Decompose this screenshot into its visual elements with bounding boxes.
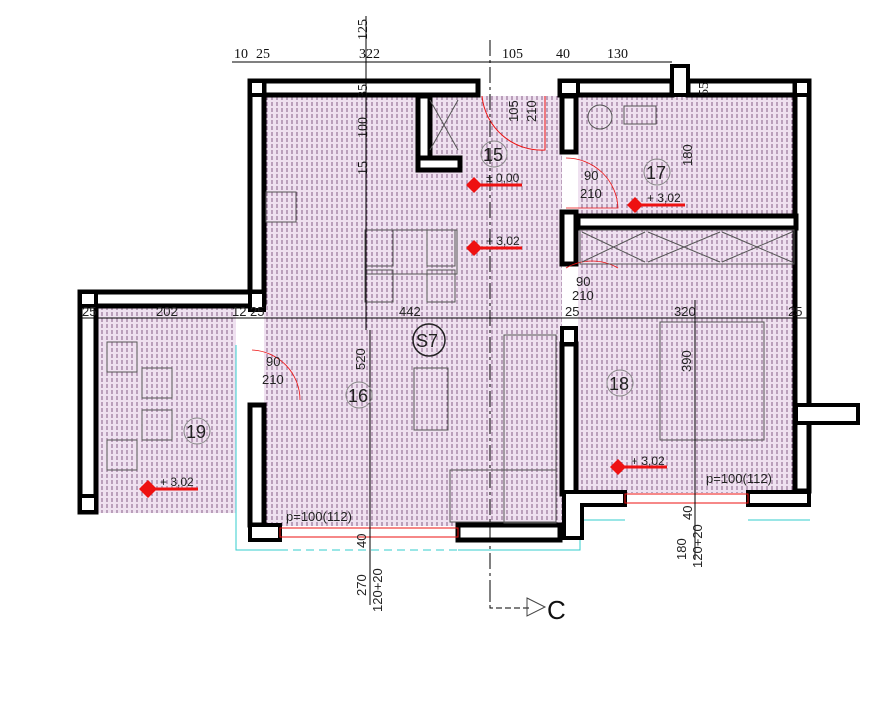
dim-55: 55 — [697, 82, 712, 96]
furniture — [106, 99, 795, 524]
openings — [251, 95, 749, 538]
dim-25-balcony: 25 — [82, 304, 96, 319]
floor-areas — [96, 96, 796, 526]
dim-25-left: 25 — [565, 304, 579, 319]
dimension-labels: 10 25 322 105 40 130 125 35 55 100 15 10… — [82, 19, 802, 372]
dim-35: 35 — [356, 84, 371, 98]
door-labels: 90 210 90 210 90 210 — [262, 168, 602, 387]
room-15-16-floor — [264, 96, 562, 526]
dim-15: 15 — [356, 161, 371, 175]
dim-105: 105 — [502, 47, 523, 62]
dimension-lines — [82, 16, 810, 617]
section-marker-c: C — [547, 595, 566, 625]
dim-320: 320 — [674, 304, 696, 319]
level-entry-text: ± 0,00 — [486, 171, 520, 185]
level-marker-room-17: + 3,02 — [627, 191, 685, 213]
room-17-floor — [578, 96, 796, 216]
door-width: 90 — [266, 354, 280, 369]
unit-label: S7 — [416, 331, 438, 351]
level-room17-text: + 3,02 — [647, 191, 681, 205]
level-marker-balcony: + 3,02 — [139, 475, 198, 498]
dim-25-wall: 25 — [250, 304, 264, 319]
dim-390: 390 — [679, 350, 694, 372]
dim-322: 322 — [359, 47, 380, 62]
door-width-105: 105 — [506, 100, 521, 122]
dim-520: 520 — [353, 348, 368, 370]
dim-180: 180 — [680, 144, 695, 166]
room-18-label: 18 — [609, 374, 629, 394]
door-height: 210 — [262, 372, 284, 387]
room-19-label: 19 — [186, 422, 206, 442]
door-width: 90 — [584, 168, 598, 183]
door-width: 90 — [576, 274, 590, 289]
dim-10: 10 — [234, 47, 248, 62]
room-16-label: 16 — [348, 386, 368, 406]
living-window-height: 270 — [354, 574, 369, 596]
bedroom-window-40: 40 — [680, 506, 695, 520]
level-balcony-text: + 3,02 — [160, 475, 194, 489]
dim-125: 125 — [356, 19, 371, 40]
room-15-label: 15 — [483, 145, 503, 165]
living-window-sill: p=100(112) — [286, 509, 352, 524]
door-height: 210 — [580, 186, 602, 201]
dim-40: 40 — [556, 47, 570, 62]
room-18-floor — [578, 228, 796, 493]
bedroom-window-sill: p=100(112) — [706, 471, 772, 486]
sofa — [503, 334, 557, 524]
door-height-210: 210 — [524, 100, 539, 122]
window-labels: p=100(112) 40 270 120+20 p=100(112) 40 1… — [286, 471, 772, 612]
walls — [77, 64, 860, 543]
dim-442: 442 — [399, 304, 421, 319]
level-marker-living: + 3,02 — [466, 234, 522, 256]
level-marker-entry: ± 0,00 — [466, 171, 522, 193]
living-window-width: 120+20 — [370, 568, 385, 612]
dim-130: 130 — [607, 47, 628, 62]
room-labels: 15 16 17 18 19 S7 — [183, 140, 671, 445]
bedroom-window-width: 120+20 — [690, 524, 705, 568]
level-marker-room-18: + 3,02 — [610, 454, 667, 475]
dim-202: 202 — [156, 304, 178, 319]
bed — [659, 321, 765, 441]
dim-100: 100 — [356, 117, 371, 138]
level-living-text: + 3,02 — [486, 234, 520, 248]
dim-25-right: 25 — [788, 304, 802, 319]
kitchen-sink — [265, 191, 297, 223]
level-room18-text: + 3,02 — [631, 454, 665, 468]
door-height: 210 — [572, 288, 594, 303]
dim-25: 25 — [256, 47, 270, 62]
bedroom-window-height: 180 — [674, 538, 689, 560]
living-window-40: 40 — [354, 534, 369, 548]
dim-12: 12 — [232, 304, 246, 319]
level-markers: ± 0,00 + 3,02 + 3,02 + 3,02 + 3,02 — [139, 171, 685, 498]
coffee-table — [413, 367, 449, 431]
room-17-label: 17 — [646, 163, 666, 183]
